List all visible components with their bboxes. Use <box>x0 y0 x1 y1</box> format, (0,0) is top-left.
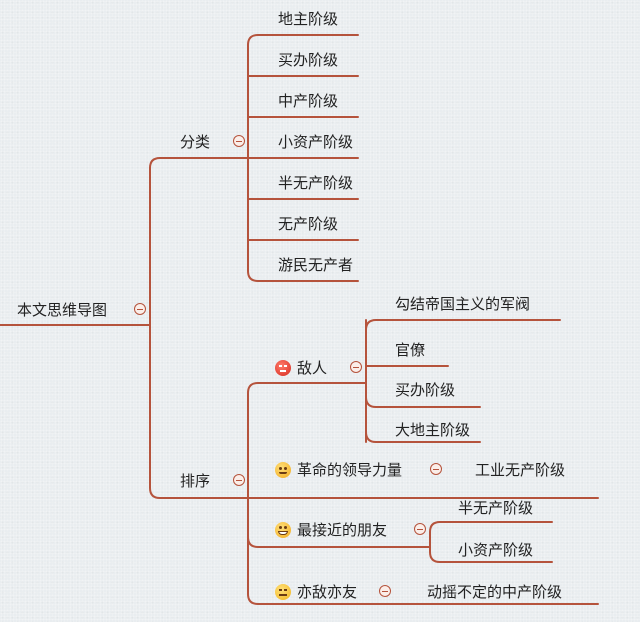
frenemy-label: 亦敌亦友 <box>297 583 358 601</box>
closest-friend-label: 最接近的朋友 <box>297 521 388 539</box>
enemy-warlords: 勾结帝国主义的军阀 <box>395 295 531 313</box>
frenemy-collapse-icon[interactable] <box>379 585 391 597</box>
friend-petty-bourgeois: 小资产阶级 <box>458 541 534 559</box>
class-comprador: 买办阶级 <box>278 51 339 69</box>
class-middle: 中产阶级 <box>278 92 339 110</box>
ranking-collapse-icon[interactable] <box>233 474 245 486</box>
root-connector <box>149 157 249 499</box>
branch-ranking-label: 排序 <box>180 472 211 490</box>
class-petty-bourgeois: 小资产阶级 <box>278 133 354 151</box>
leading-force-collapse-icon[interactable] <box>430 463 442 475</box>
grinning-face-icon <box>275 522 291 538</box>
classification-collapse-icon[interactable] <box>233 135 245 147</box>
enemy-comprador: 买办阶级 <box>395 381 456 399</box>
enemy-collapse-icon[interactable] <box>350 361 362 373</box>
enemy-big-landlord: 大地主阶级 <box>395 421 471 439</box>
industrial-proletariat: 工业无产阶级 <box>475 461 566 479</box>
root-collapse-icon[interactable] <box>134 303 146 315</box>
class-proletariat: 无产阶级 <box>278 215 339 233</box>
class-semi-proletariat: 半无产阶级 <box>278 174 354 192</box>
leading-force-label: 革命的领导力量 <box>297 461 403 479</box>
friend-semi-proletariat: 半无产阶级 <box>458 499 534 517</box>
class-landlord: 地主阶级 <box>278 10 339 28</box>
branch-classification-label: 分类 <box>180 133 211 151</box>
enemy-bureaucrats: 官僚 <box>395 341 426 359</box>
class-lumpen: 游民无产者 <box>278 256 354 274</box>
root-node-label: 本文思维导图 <box>17 301 108 319</box>
ranking-connector <box>247 382 599 605</box>
friend-connector <box>429 521 553 563</box>
angry-face-icon <box>275 360 291 376</box>
smiling-face-icon <box>275 462 291 478</box>
classification-connector <box>247 34 359 282</box>
enemy-label: 敌人 <box>297 359 328 377</box>
neutral-face-icon <box>275 584 291 600</box>
enemy-connector <box>365 319 561 443</box>
closest-friend-collapse-icon[interactable] <box>414 523 426 535</box>
wavering-middle-class: 动摇不定的中产阶级 <box>427 583 563 601</box>
